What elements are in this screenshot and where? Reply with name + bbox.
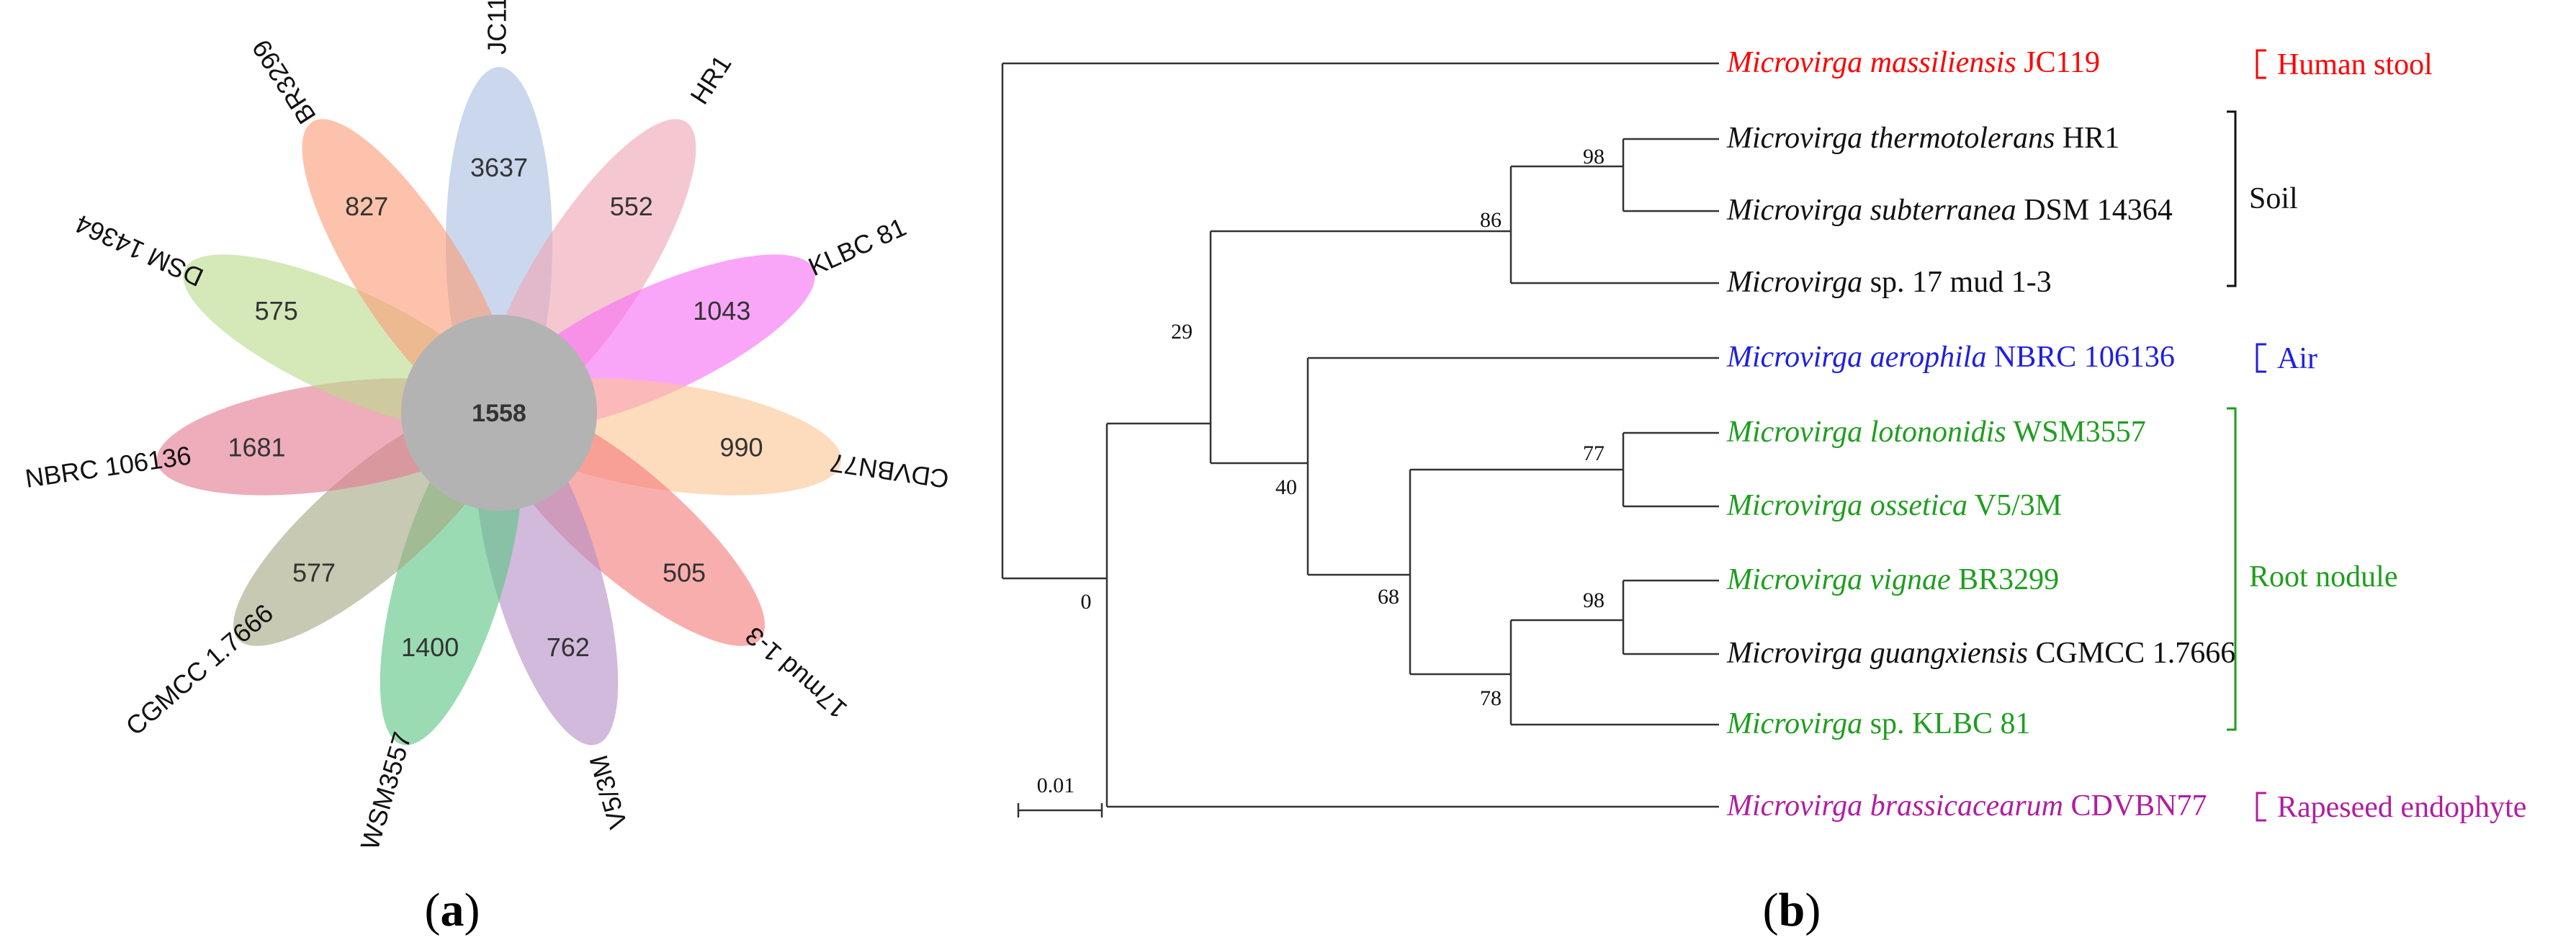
bootstrap-value: 68 [1378,585,1399,609]
bracket-soil [2227,110,2237,287]
taxon-label: Microvirga ossetica V5/3M [1726,489,2062,522]
group-label-rapeseed-endophyte: Rapeseed endophyte [2277,791,2526,824]
bracket-human-stool [2256,49,2266,79]
group-label-soil: Soil [2249,182,2298,215]
petal-strain-label: CDVBN77 [828,448,951,494]
bootstrap-value: 98 [1583,145,1605,169]
bootstrap-value: 0 [1081,590,1092,614]
scale-bar: 0.01 [1017,774,1103,818]
core-circle [401,315,597,511]
petal-strain-label: 17mud 1-3 [740,621,853,725]
petal-strain-label: JC119 [483,0,512,55]
petal-values: 3637 552 1043 990 505 762 1400 577 1681 575 827 [228,153,763,662]
petal-strain-label: CGMCC 1.7666 [120,598,279,741]
group-label-human-stool: Human stool [2277,48,2433,81]
taxon-labels: Microvirga massiliensis JC119Microvirga … [1726,46,2235,823]
group-label-air: Air [2277,342,2317,375]
bootstrap-value: 86 [1480,208,1502,232]
bootstrap-value: 98 [1583,588,1605,612]
petal-strain-label: NBRC 106136 [23,440,193,493]
petal-strain-label: BR3299 [246,35,322,130]
group-label-root-nodule: Root nodule [2249,560,2398,594]
phylogenetic-tree: 98 86 29 77 40 98 68 78 0 0.01 Microvirg… [1001,46,2526,824]
petal-strain-label: WSM3557 [354,729,417,854]
group-brackets [2227,49,2266,822]
petal-unique-count: 827 [345,192,388,221]
tree-branches [1001,62,1719,808]
petal-unique-count: 575 [255,296,298,326]
taxon-label: Microvirga subterranea DSM 14364 [1726,194,2173,227]
bootstrap-value: 77 [1583,442,1605,465]
scale-bar-label: 0.01 [1037,774,1075,797]
taxon-label: Microvirga brassicacearum CDVBN77 [1726,789,2207,823]
petal-strain-label: V5/3M [583,752,633,832]
petal-unique-count: 990 [719,432,763,462]
taxon-label: Microvirga lotononidis WSM3557 [1726,416,2146,449]
taxon-label: Microvirga sp. KLBC 81 [1726,707,2031,740]
bootstrap-value: 78 [1480,686,1502,710]
taxon-label: Microvirga thermotolerans HR1 [1726,122,2119,155]
petal-unique-count: 505 [663,558,706,588]
taxon-label: Microvirga vignae BR3299 [1726,563,2059,596]
petal-strain-label: HR1 [684,50,737,109]
taxon-label: Microvirga guangxiensis CGMCC 1.7666 [1726,637,2235,670]
petal-unique-count: 552 [610,192,653,221]
petal-unique-count: 762 [547,632,590,662]
core-count: 1558 [472,400,526,427]
panel-b-label: (b) [1763,884,1821,936]
taxon-label: Microvirga sp. 17 mud 1-3 [1726,266,2052,299]
bracket-air [2256,343,2266,373]
taxon-label: Microvirga massiliensis JC119 [1726,46,2100,79]
petal-unique-count: 1043 [693,296,750,326]
petal-unique-count: 1681 [228,432,285,462]
flower-venn-diagram: 1558 3637 552 1043 990 505 762 1400 577 1681 575 8… [23,0,951,853]
petal-unique-count: 577 [292,558,336,588]
petal-unique-count: 3637 [470,153,528,182]
petal-unique-count: 1400 [401,632,459,662]
bracket-root-nodule [2227,407,2237,731]
petal-strain-label: KLBC 81 [804,212,910,282]
bootstrap-value: 29 [1171,320,1193,344]
panel-a-label: (a) [425,884,480,936]
bootstrap-value: 40 [1275,475,1297,499]
petal-strain-label: DSM 14364 [71,209,207,292]
taxon-label: Microvirga aerophila NBRC 106136 [1726,341,2175,374]
bracket-rapeseed-endophyte [2256,792,2266,822]
